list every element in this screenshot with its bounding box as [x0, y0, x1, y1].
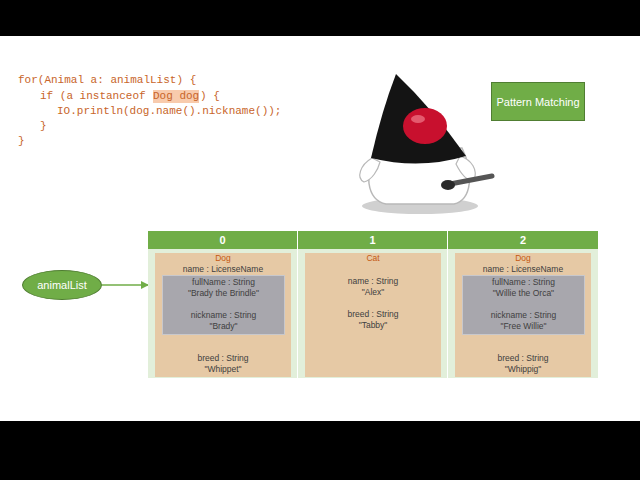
mascot-nose-highlight — [411, 115, 425, 123]
object-box: Dogname : LicenseName breed : String"Whip… — [455, 253, 591, 377]
field-text: "Free Willie" — [463, 321, 584, 332]
node-label: Pattern Matching — [492, 83, 584, 120]
record-box: fullName : String"Brady the Brindle" nick… — [162, 275, 285, 335]
field-text: "Brady" — [163, 321, 284, 332]
letterbox-bar — [0, 0, 640, 36]
field-text: breed : String — [155, 353, 291, 364]
object-box: Cat name : String"Alex" breed : String"Tab… — [305, 253, 441, 377]
object-box: Dogname : LicenseName breed : String"Whip… — [155, 253, 291, 377]
field-text: breed : String — [305, 309, 441, 320]
pointer-arrow — [102, 284, 148, 286]
field-text: name : LicenseName — [155, 264, 291, 275]
letterbox-bar — [0, 421, 640, 480]
index-header: 2 — [448, 231, 598, 249]
code-line: IO.println(dog.name().nickname()); — [57, 105, 281, 118]
field-text: name : LicenseName — [455, 264, 591, 275]
code-line: if (a instanceof — [40, 90, 146, 103]
field-text: breed : String — [455, 353, 591, 364]
field-text: "Whippig" — [455, 364, 591, 375]
array-cell: 0Dogname : LicenseName breed : String"Whi… — [148, 231, 297, 378]
microphone-handle — [450, 176, 492, 184]
field-text: "Alex" — [305, 287, 441, 298]
class-name: Dog — [155, 253, 291, 264]
field-text: name : String — [305, 276, 441, 287]
class-name: Dog — [455, 253, 591, 264]
field-text: "Brady the Brindle" — [163, 288, 284, 299]
variable-ellipse: animalList — [22, 270, 102, 300]
array-cell: 2Dogname : LicenseName breed : String"Whi… — [448, 231, 598, 378]
code-line: for(Animal a: animalList) { — [18, 74, 196, 87]
mascot-head — [371, 74, 466, 164]
mascot-nose — [403, 108, 447, 144]
microphone-head — [441, 180, 455, 190]
node-label: animalList — [23, 271, 101, 299]
code-line: ) { — [200, 90, 220, 103]
index-header: 0 — [148, 231, 297, 249]
record-box: fullName : String"Willie the Orca" nickna… — [462, 275, 585, 335]
code-line: } — [40, 120, 47, 133]
field-text: fullName : String — [163, 277, 284, 288]
field-text: "Tabby" — [305, 320, 441, 331]
field-text: "Whippet" — [155, 364, 291, 375]
array-cell: 1Cat name : String"Alex" breed : String"Ta… — [298, 231, 447, 378]
feature-box: Pattern Matching — [491, 82, 585, 121]
mascot-arm — [360, 158, 380, 182]
field-text: fullName : String — [463, 277, 584, 288]
code-line: } — [18, 135, 25, 148]
field-text: "Willie the Orca" — [463, 288, 584, 299]
class-name: Cat — [305, 253, 441, 264]
highlighted-code: Dog dog — [153, 90, 199, 103]
mascot-arm — [456, 156, 475, 180]
field-text: nickname : String — [463, 310, 584, 321]
field-text: nickname : String — [163, 310, 284, 321]
index-header: 1 — [298, 231, 447, 249]
